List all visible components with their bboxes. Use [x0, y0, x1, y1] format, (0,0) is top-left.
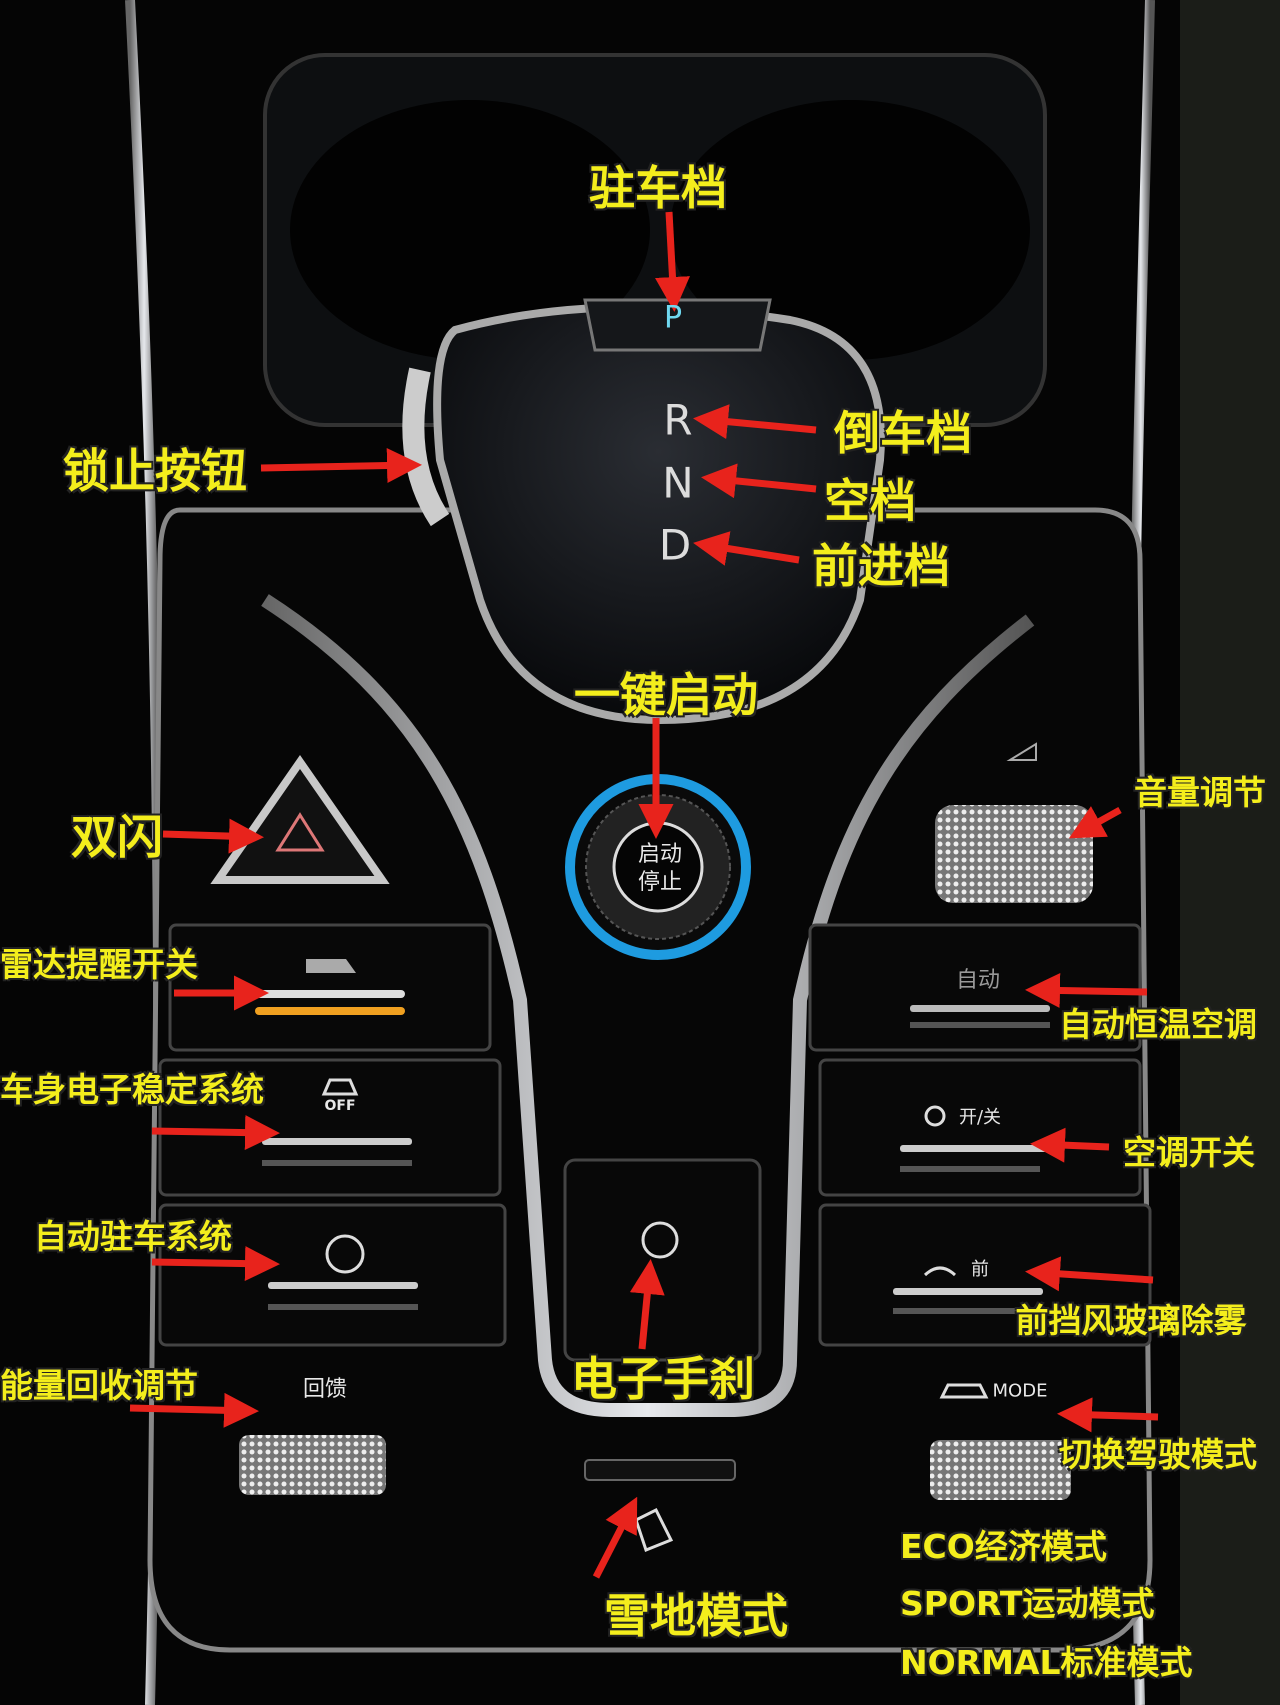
label-volume: 音量调节: [1134, 773, 1266, 812]
label-lock-button: 锁止按钮: [63, 444, 247, 498]
label-auto-climate: 自动恒温空调: [1059, 1005, 1257, 1044]
arrow-auto-climate: [1025, 972, 1148, 1008]
label-esc: 车身电子稳定系统: [0, 1070, 264, 1109]
label-mode-normal: NORMAL标准模式: [900, 1643, 1193, 1682]
arrow-defrost: [1025, 1256, 1154, 1292]
label-mode-sport: SPORT运动模式: [900, 1584, 1155, 1623]
arrow-esc: [151, 1115, 280, 1151]
label-radar: 雷达提醒开关: [0, 945, 198, 984]
car-mode-icon: [939, 1383, 989, 1399]
arrow-neutral: [701, 463, 817, 499]
gear-d-indicator: D: [658, 520, 692, 570]
label-auto-hold: 自动驻车系统: [34, 1217, 232, 1256]
gear-n-indicator: N: [662, 458, 694, 508]
arrow-park: [655, 211, 690, 312]
arrow-ac: [1030, 1127, 1110, 1163]
arrow-drive-mode: [1057, 1397, 1159, 1433]
label-reverse: 倒车档: [834, 406, 972, 460]
regen-label: 回馈: [302, 1377, 348, 1402]
auto-label: 自动: [955, 968, 1001, 993]
snow-mode-button: [584, 1459, 736, 1481]
gear-p-indicator: P: [663, 300, 683, 336]
label-energy-recovery: 能量回收调节: [0, 1366, 198, 1405]
regen-roller: [239, 1435, 386, 1495]
center-chrome: [261, 594, 1035, 1417]
label-drive-mode: 切换驾驶模式: [1059, 1435, 1257, 1474]
label-epb: 电子手刹: [571, 1352, 755, 1406]
label-mode-eco: ECO经济模式: [900, 1527, 1107, 1566]
label-one-key-start: 一键启动: [574, 668, 758, 722]
gear-r-indicator: R: [663, 395, 693, 445]
volume-power-icon: [1006, 742, 1037, 761]
label-drive: 前进档: [812, 539, 950, 593]
defrost-front-label: 前: [971, 1259, 989, 1280]
volume-roller: [935, 805, 1093, 903]
stop-label: 停止: [637, 870, 683, 895]
snow-mode-icon: [634, 1507, 674, 1552]
arrow-regen: [129, 1392, 259, 1428]
annotation-arrows: [129, 211, 1159, 1579]
arrow-snow: [592, 1496, 638, 1579]
label-neutral: 空档: [824, 474, 916, 528]
switch-panel: [147, 507, 1153, 1653]
arrow-epb: [629, 1259, 665, 1350]
cup-holder-right: [670, 100, 1030, 360]
arrow-hazard: [162, 818, 264, 854]
parking-radar-icon: [306, 959, 356, 973]
arrow-auto-hold: [151, 1246, 280, 1282]
esc-off-car-icon: [321, 1078, 359, 1096]
label-hazard: 双闪: [71, 810, 163, 864]
arrow-reverse: [693, 404, 817, 440]
epb-p-icon: [641, 1221, 679, 1259]
windshield-defrost-icon: [923, 1266, 957, 1277]
start-label: 启动: [637, 842, 683, 867]
label-front-defrost: 前挡风玻璃除雾: [1015, 1301, 1247, 1340]
cup-holder-left: [290, 100, 650, 360]
label-snow-mode: 雪地模式: [604, 1589, 788, 1643]
radar-indicator-strip: [255, 1007, 405, 1015]
arrow-drive: [693, 531, 800, 566]
button-strips: [158, 923, 1152, 1362]
ac-onoff-label: 开/关: [958, 1107, 1002, 1128]
fan-icon: [924, 1105, 946, 1127]
park-button: [583, 298, 772, 352]
mode-label: MODE: [992, 1380, 1048, 1402]
arrow-volume: [1068, 806, 1122, 839]
label-park: 驻车档: [589, 161, 727, 215]
arrow-lock: [260, 448, 422, 484]
drive-mode-roller: [930, 1440, 1071, 1500]
esc-off-label: OFF: [324, 1098, 356, 1114]
label-ac-switch: 空调开关: [1123, 1133, 1255, 1172]
auto-hold-icon: [325, 1234, 365, 1274]
